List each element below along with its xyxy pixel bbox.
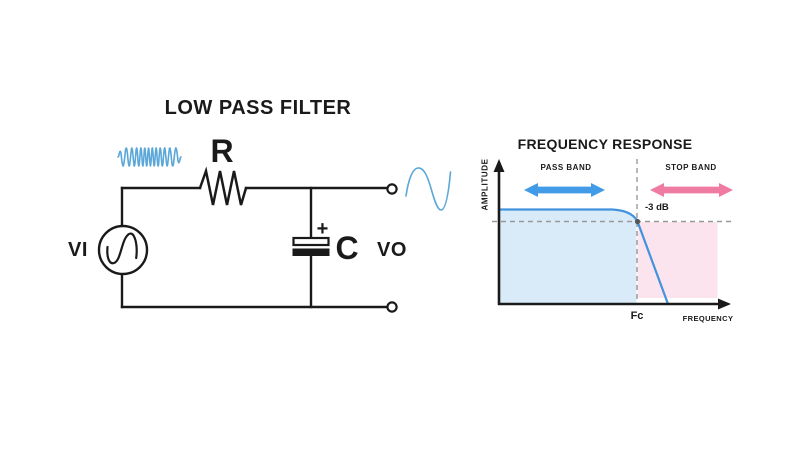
stop-band-region	[637, 222, 718, 298]
y-axis-arrowhead	[493, 159, 505, 172]
resistor-symbol	[198, 166, 248, 206]
stop-band-text: STOP BAND	[665, 163, 717, 172]
frequency-response-chart	[492, 159, 733, 310]
cutoff-frequency-text: Fc	[630, 310, 644, 322]
rc-circuit	[97, 147, 452, 313]
capacitor-polarity-sign: +	[316, 218, 329, 240]
y-axis-label: AMPLITUDE	[480, 158, 490, 211]
capacitor-label: C	[335, 230, 359, 266]
circuit-title: LOW PASS FILTER	[164, 97, 352, 119]
ac-source-sine-icon	[106, 232, 138, 265]
pass-band-arrow	[524, 183, 605, 197]
output-terminal-bottom	[386, 301, 398, 313]
capacitor-top-plate	[292, 236, 330, 247]
output-terminal-top	[386, 183, 398, 195]
capacitor-bottom-plate	[292, 248, 330, 256]
pass-band-text: PASS BAND	[540, 163, 592, 172]
output-voltage-label: VO	[377, 239, 407, 261]
input-voltage-label: VI	[68, 239, 88, 261]
x-axis-arrowhead	[718, 298, 731, 310]
output-signal-waveform	[405, 167, 452, 211]
pass-band-region	[500, 210, 637, 303]
resistor-label: R	[210, 133, 234, 169]
ac-source-circle	[97, 224, 149, 276]
stop-band-arrow	[650, 183, 733, 197]
x-axis-label: FREQUENCY	[682, 314, 734, 323]
minus3db-text: -3 dB	[645, 202, 669, 213]
input-signal-waveform	[117, 147, 182, 167]
cutoff-point-dot	[634, 218, 641, 225]
chart-title: FREQUENCY RESPONSE	[517, 136, 693, 152]
